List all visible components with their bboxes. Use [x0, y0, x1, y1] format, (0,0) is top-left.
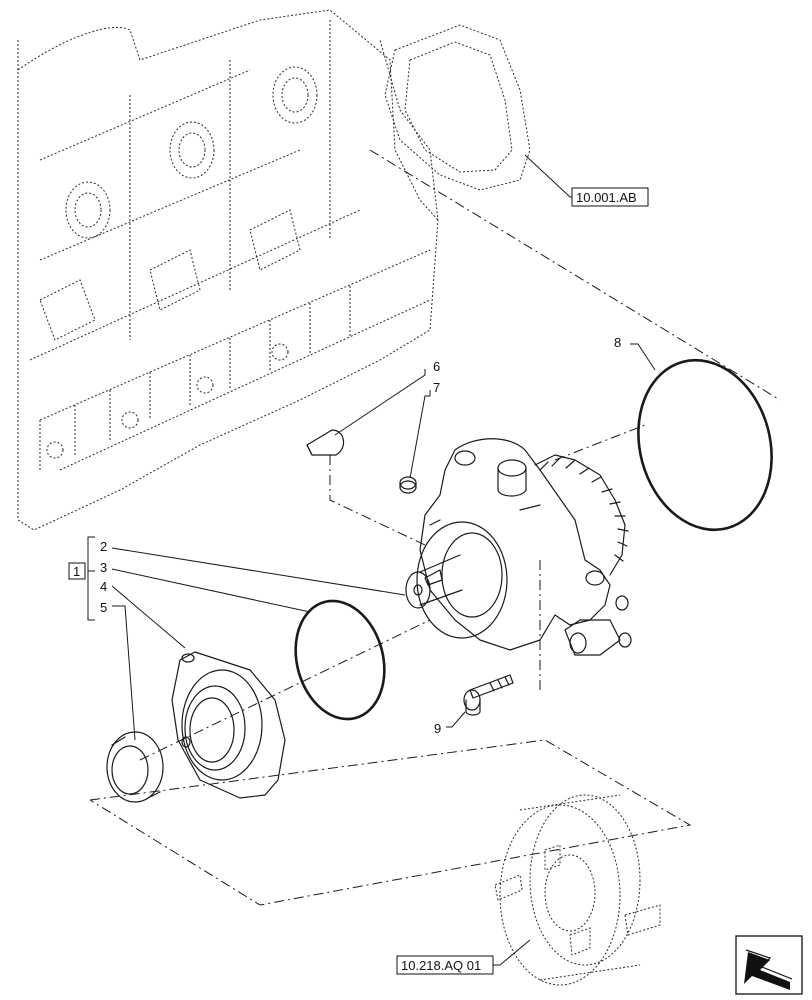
assembly-centerlines [89, 149, 781, 906]
callout-1: 1 [73, 564, 80, 579]
seal-ring-5 [106, 731, 164, 803]
drive-coupling-reference: 10.218.AQ 01 [401, 958, 481, 973]
callout-7: 7 [433, 380, 440, 395]
callout-6: 6 [433, 359, 440, 374]
next-page-arrow-icon[interactable] [735, 935, 803, 995]
callout-5: 5 [100, 600, 107, 615]
woodruff-key-6 [306, 429, 345, 456]
callout-labels: 1 2 3 4 5 6 7 8 9 10.001.AB 10.218.AQ 01 [68, 187, 649, 975]
nut-7 [399, 476, 417, 494]
adapter-flange-4 [171, 651, 286, 799]
callout-3: 3 [100, 560, 107, 575]
engine-block-ref-box [571, 187, 649, 207]
callout-leaders [87, 154, 656, 966]
engine-block-reference: 10.001.AB [576, 190, 637, 205]
drive-coupling-ghost [494, 794, 661, 986]
callout-9: 9 [434, 721, 441, 736]
callout-8: 8 [614, 335, 621, 350]
callout-4: 4 [100, 579, 107, 594]
flywheel-housing-ghost [384, 24, 531, 191]
pump-assembly [405, 438, 632, 656]
drive-coupling-ref-box [396, 955, 494, 975]
medium-o-ring-3 [294, 599, 386, 721]
large-o-ring-8 [637, 358, 773, 532]
callout-2: 2 [100, 539, 107, 554]
bolt-9 [463, 674, 514, 716]
group-callout-box [68, 562, 86, 580]
engine-block-ghost [17, 9, 439, 531]
